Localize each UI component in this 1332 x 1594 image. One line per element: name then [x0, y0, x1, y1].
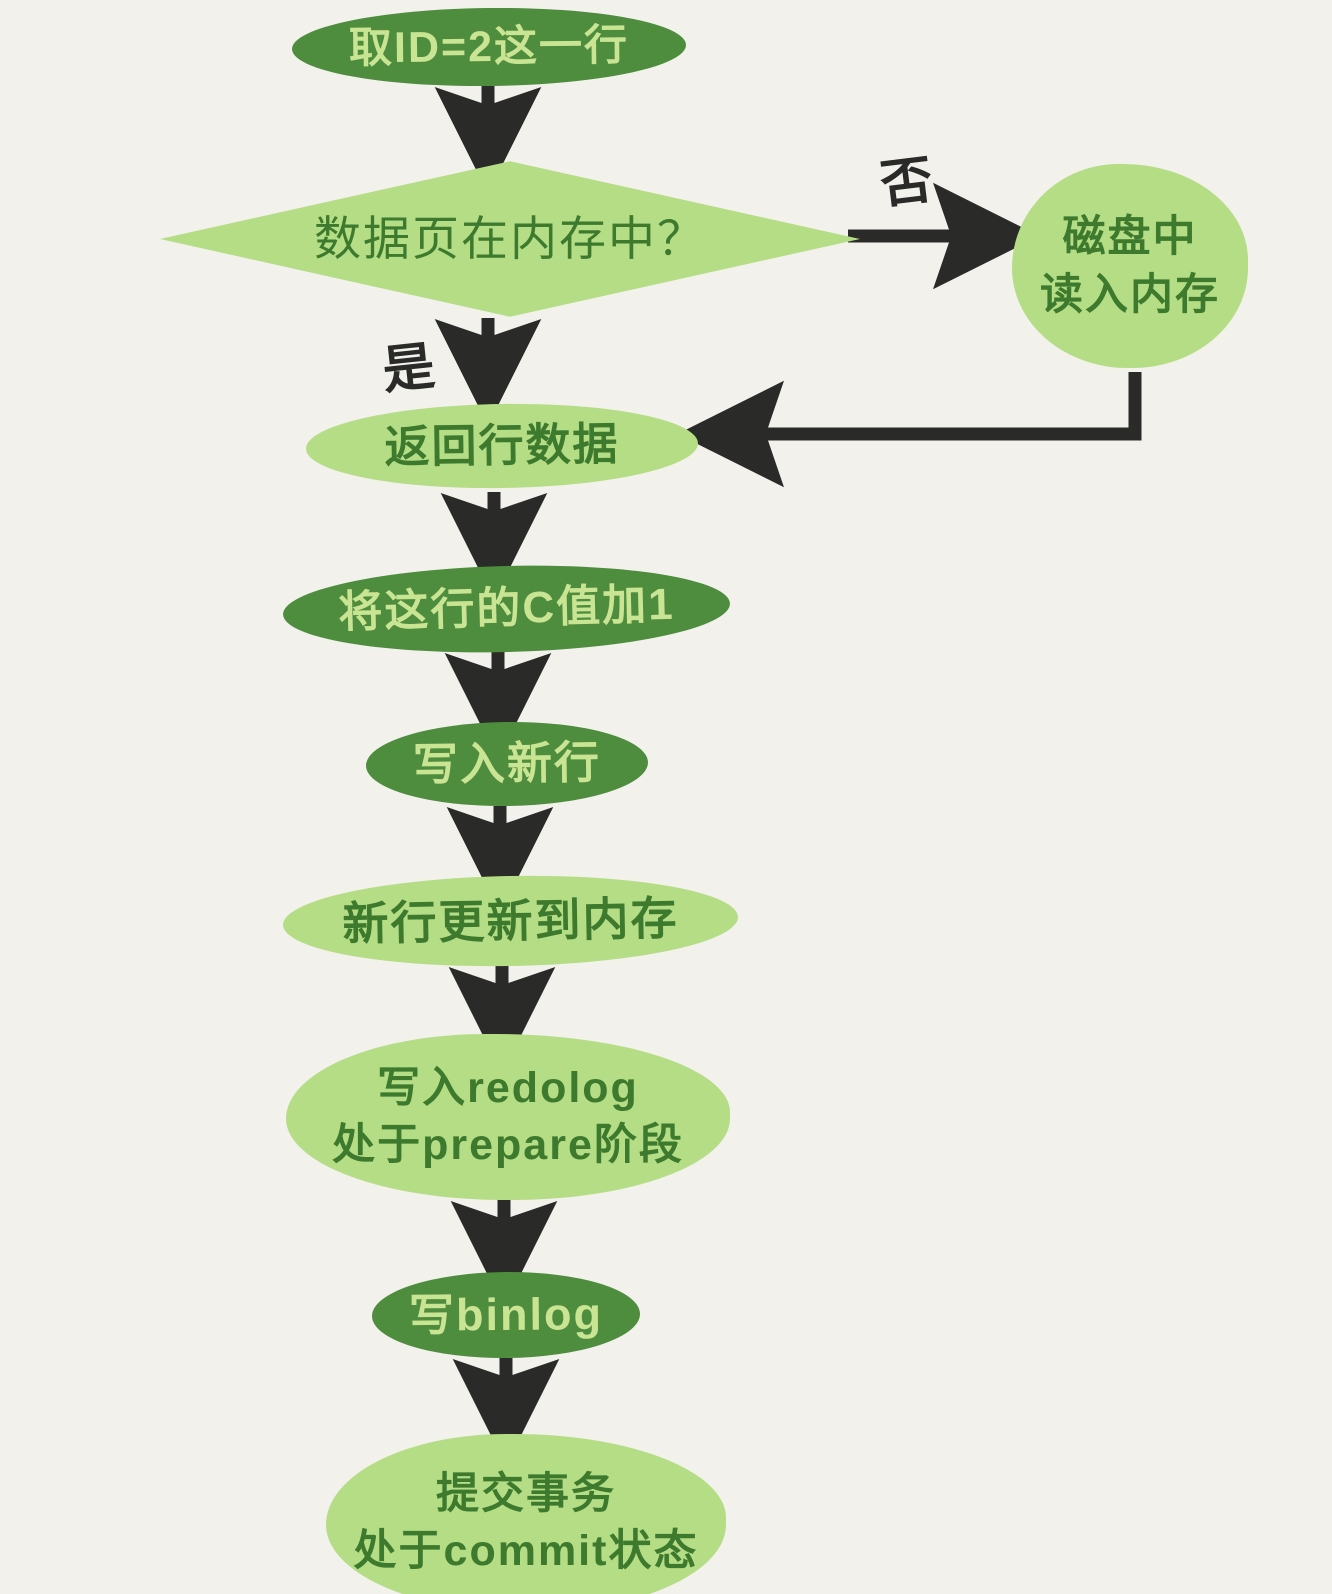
node-commit-transaction[interactable]: 提交事务 处于commit状态	[326, 1434, 726, 1594]
node-page-in-memory[interactable]: 数据页在内存中？	[160, 158, 860, 320]
node-write-new-row-label: 写入新行	[412, 736, 602, 790]
node-increment-c-label: 将这行的C值加1	[337, 580, 676, 638]
branch-label-no-text: 否	[877, 151, 937, 215]
arrow-disk-to-return	[677, 372, 1142, 488]
node-page-in-memory-label: 数据页在内存中？	[314, 212, 706, 266]
node-write-binlog[interactable]: 写binlog	[371, 1270, 641, 1360]
node-increment-c[interactable]: 将这行的C值加1	[282, 560, 731, 658]
node-update-memory-label: 新行更新到内存	[342, 892, 679, 950]
node-fetch-row-label: 取ID=2这一行	[348, 21, 630, 73]
node-update-memory[interactable]: 新行更新到内存	[282, 872, 739, 970]
node-write-new-row[interactable]: 写入新行	[365, 720, 649, 808]
node-fetch-row[interactable]: 取ID=2这一行	[291, 5, 687, 89]
node-write-binlog-label: 写binlog	[408, 1287, 604, 1341]
branch-label-yes: 是	[378, 323, 438, 403]
node-read-from-disk-label: 磁盘中 读入内存	[1040, 212, 1220, 319]
node-write-redolog[interactable]: 写入redolog 处于prepare阶段	[286, 1034, 730, 1200]
node-commit-transaction-label: 提交事务 处于commit状态	[353, 1470, 699, 1575]
branch-label-yes-text: 是	[379, 337, 438, 401]
node-write-redolog-label: 写入redolog 处于prepare阶段	[332, 1064, 684, 1169]
node-return-row-data[interactable]: 返回行数据	[305, 401, 699, 491]
node-read-from-disk[interactable]: 磁盘中 读入内存	[1012, 164, 1248, 368]
node-return-row-data-label: 返回行数据	[384, 417, 620, 473]
branch-label-no: 否	[876, 137, 937, 218]
